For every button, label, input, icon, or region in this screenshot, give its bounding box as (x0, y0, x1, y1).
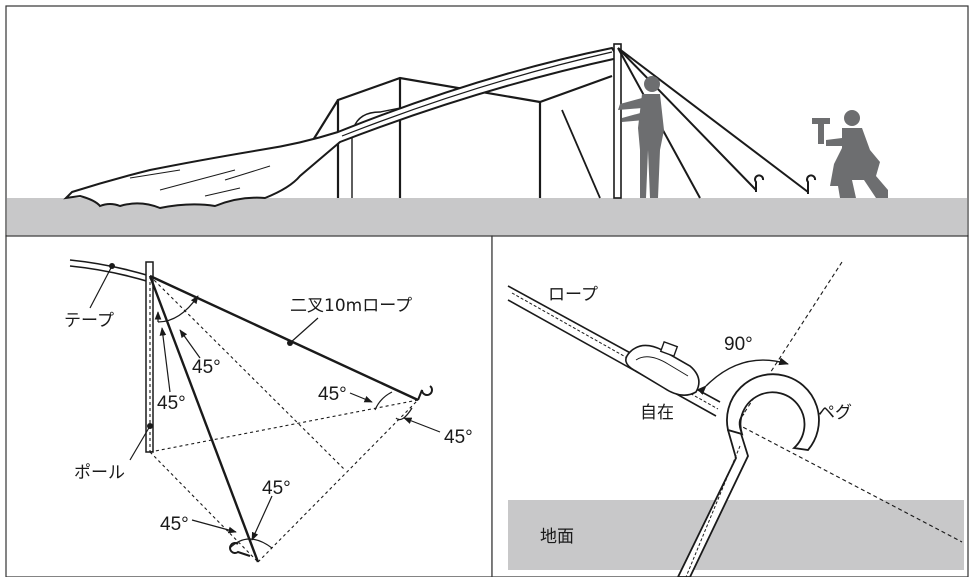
ground-block (508, 500, 964, 570)
rope-label: ロープ (548, 285, 598, 305)
guide-dashed-lines (149, 275, 419, 563)
left-panel: テープ ポール 二叉10mロープ 45° 45° 45° 45° 45° 45° (5, 235, 493, 577)
tape-label: テープ (64, 311, 114, 331)
pole-icon (613, 43, 622, 199)
pole-label: ポール (74, 463, 125, 483)
angle-label-1: 45° (192, 357, 221, 378)
angle-label-3: 45° (318, 384, 347, 405)
person-standing-icon (618, 76, 664, 198)
peg-label: ペグ (818, 403, 852, 423)
angle-label-5: 45° (160, 514, 189, 535)
angle-90-label: 90° (724, 334, 753, 355)
angle-label-2: 45° (157, 393, 186, 414)
leader-lines (89, 265, 319, 461)
guide-dashed-lines (736, 261, 963, 543)
angle-label-4: 45° (444, 427, 473, 448)
top-panel (5, 5, 969, 237)
ground-label: 地面 (540, 527, 574, 547)
tarp-sheet-icon (63, 46, 620, 210)
peg-icon (754, 174, 817, 194)
adjuster-icon (625, 341, 700, 396)
rope-label: 二叉10mロープ (290, 296, 412, 316)
right-angle-arc (696, 357, 789, 396)
left-panel-frame (5, 235, 493, 577)
right-panel: ロープ 自在 ペグ 地面 90° (491, 235, 969, 577)
adjuster-label: 自在 (640, 403, 674, 423)
angle-label-6: 45° (262, 478, 291, 499)
angle-arcs (154, 295, 413, 549)
angle-arrows (159, 327, 441, 541)
person-kneeling-hammer-icon (812, 110, 888, 198)
